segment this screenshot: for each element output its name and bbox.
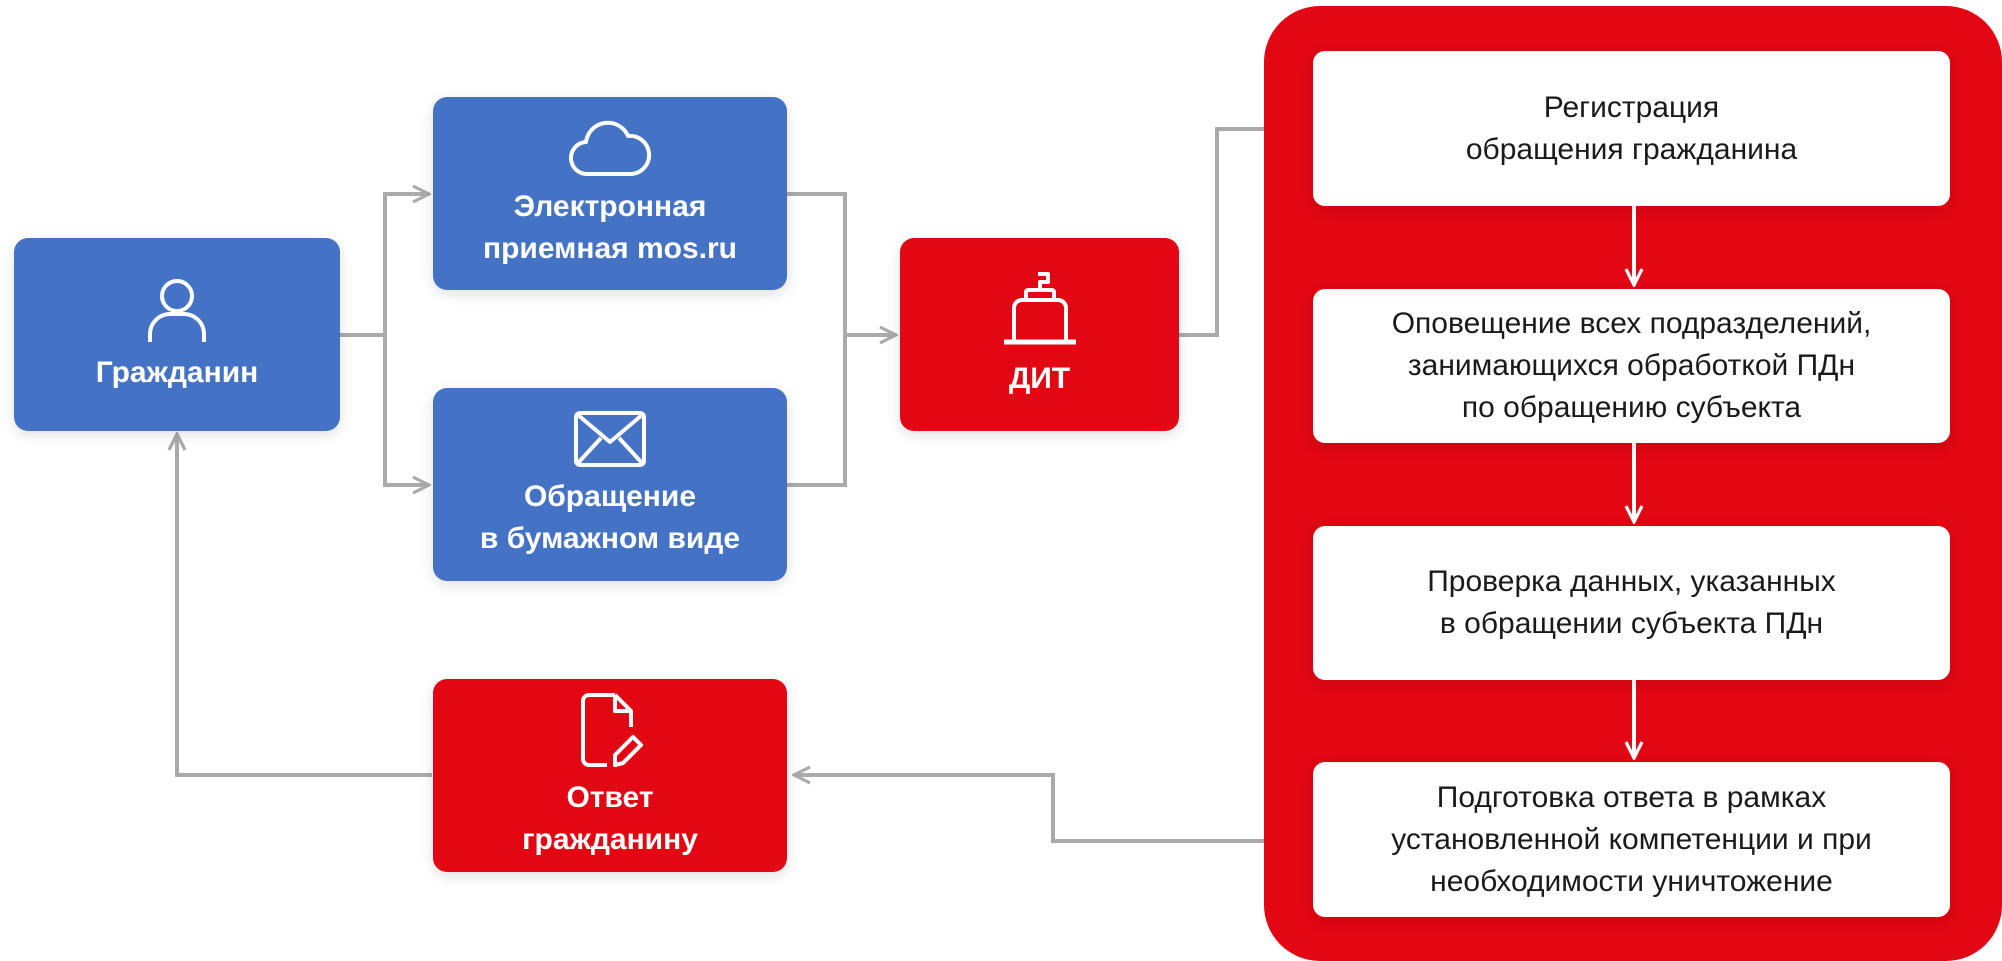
citizen-node: Гражданин	[14, 238, 340, 431]
document-edit-icon	[581, 692, 643, 767]
cloud-icon	[569, 120, 652, 176]
connector-answer-to-citizen	[177, 434, 432, 777]
electronic-reception-label: Электронная приемная mos.ru	[482, 189, 738, 265]
paper-appeal-label: Обращение в бумажном виде	[479, 479, 741, 555]
connector-paper-to-dit	[787, 335, 847, 487]
step-notification-label: Оповещение всех подразделений, занимающи…	[1391, 307, 1872, 424]
dit-node: ДИТ	[900, 238, 1179, 431]
answer-node: Ответ гражданину	[433, 679, 787, 872]
step-response-preparation: Подготовка ответа в рамках установленной…	[1313, 762, 1950, 917]
electronic-reception-node: Электронная приемная mos.ru	[433, 97, 787, 290]
envelope-icon	[574, 410, 646, 467]
step-registration-label: Регистрация обращения гражданина	[1465, 90, 1798, 166]
connector-dit-to-panel	[1179, 127, 1264, 337]
step-notification: Оповещение всех подразделений, занимающи…	[1313, 289, 1950, 443]
paper-appeal-node: Обращение в бумажном виде	[433, 388, 787, 581]
connector-electronic-to-dit	[787, 192, 896, 335]
step-verification-label: Проверка данных, указанных в обращении с…	[1427, 565, 1836, 640]
answer-label: Ответ гражданину	[522, 780, 698, 856]
connector-citizen-to-channels	[340, 194, 429, 337]
step-verification: Проверка данных, указанных в обращении с…	[1313, 526, 1950, 680]
person-icon	[148, 278, 206, 342]
citizen-label: Гражданин	[95, 355, 259, 389]
dit-label: ДИТ	[1008, 361, 1071, 395]
step-response-preparation-label: Подготовка ответа в рамках установленной…	[1391, 780, 1872, 898]
connector-citizen-to-paper	[383, 335, 429, 485]
cash-register-icon	[1003, 271, 1076, 344]
connector-panel-to-answer	[794, 775, 1264, 843]
step-registration: Регистрация обращения гражданина	[1313, 51, 1950, 206]
